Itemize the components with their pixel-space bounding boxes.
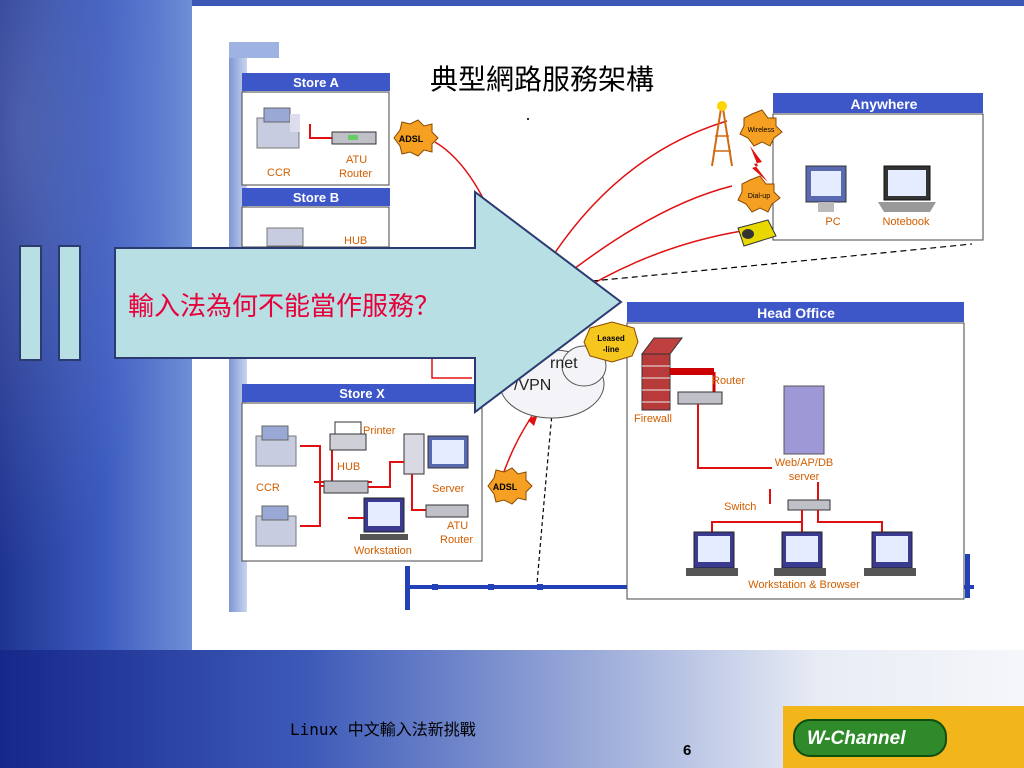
server-icon xyxy=(403,433,469,475)
leased-badge-text-1: Leased xyxy=(597,334,625,343)
workstation-icon xyxy=(360,497,408,540)
w-channel-logo: W-Channel xyxy=(783,706,1024,768)
adsl-badge-x-text: ADSL xyxy=(493,482,518,492)
label-workstation-browser: Workstation & Browser xyxy=(748,579,860,591)
web-server-icon xyxy=(783,385,825,455)
dialup-badge: Dial-up xyxy=(737,175,781,213)
atu-router-store-x-icon xyxy=(425,504,469,518)
panel-head-office: Head Office Firewall Router Web/AP/DB se… xyxy=(626,302,965,600)
anywhere-dashed-boundary xyxy=(591,243,973,282)
panel-anywhere-title: Anywhere xyxy=(851,96,918,112)
workstation-browser-icon xyxy=(774,531,826,576)
vpn-dashed-link xyxy=(536,333,561,585)
panel-store-a-title: Store A xyxy=(293,75,339,90)
stray-dot xyxy=(527,118,529,120)
label-ccr: CCR xyxy=(267,167,291,179)
logo-pill: W-Channel xyxy=(793,719,947,757)
label-atu-store-x: ATU xyxy=(447,520,468,532)
label-ccr-store-x: CCR xyxy=(256,482,280,494)
slide-title: 典型網路服務架構 xyxy=(430,63,655,96)
label-switch: Switch xyxy=(724,501,756,513)
firewall-icon xyxy=(641,337,683,411)
panel-store-b-title: Store B xyxy=(293,190,339,205)
logo-text: W-Channel xyxy=(807,728,906,749)
diagram-shadow-top xyxy=(229,42,279,58)
label-firewall: Firewall xyxy=(634,413,672,425)
label-notebook: Notebook xyxy=(882,216,930,228)
wireless-tower-icon xyxy=(711,101,733,167)
ccr-terminal-icon xyxy=(266,227,304,247)
background-top-strip xyxy=(192,0,1024,6)
dialup-badge-text: Dial-up xyxy=(748,193,770,200)
switch-icon xyxy=(787,499,831,511)
leased-line-pipe xyxy=(670,368,714,375)
callout-question-text: 輸入法為何不能當作服務？ xyxy=(128,292,441,322)
wireless-badge-text: Wireless xyxy=(748,127,775,134)
label-server: Server xyxy=(432,483,465,495)
workstation-browser-icon xyxy=(686,531,738,576)
head-office-router-icon xyxy=(677,391,723,405)
panel-store-x-title: Store X xyxy=(339,386,385,401)
decor-bar-right xyxy=(58,245,81,361)
adsl-badge-a-text: ADSL xyxy=(399,134,424,144)
adsl-badge-store-a: ADSL xyxy=(393,119,439,157)
hub-icon xyxy=(323,480,369,494)
leased-badge-text-2: -line xyxy=(603,345,620,354)
pc-icon xyxy=(805,165,847,212)
footer-title: Linux 中文輸入法新挑戰 xyxy=(290,720,476,739)
adsl-badge-store-x: ADSL xyxy=(487,467,533,505)
panel-store-a: Store A CCR ATU Router xyxy=(241,73,390,186)
leased-line-badge: Leased -line xyxy=(583,321,639,363)
wireless-badge: Wireless xyxy=(739,109,783,147)
label-head-router: Router xyxy=(712,375,745,387)
ccr-terminal-icon xyxy=(255,425,297,467)
label-workstation: Workstation xyxy=(354,545,412,557)
notebook-icon xyxy=(878,165,936,212)
label-web-server-1: Web/AP/DB xyxy=(775,457,834,469)
decor-bar-left xyxy=(19,245,42,361)
label-router-store-x: Router xyxy=(440,534,473,546)
panel-store-x: Store X CCR Printer HUB xyxy=(241,384,483,562)
workstation-browser-icon xyxy=(864,531,916,576)
label-web-server-2: server xyxy=(789,471,820,483)
panel-head-office-title: Head Office xyxy=(757,305,835,321)
label-router: Router xyxy=(339,168,372,180)
callout-arrow xyxy=(114,190,623,415)
link-arrowhead xyxy=(528,414,538,426)
lightning-bolt-icon xyxy=(750,146,768,182)
cloud-label-internet: rnet xyxy=(550,355,578,372)
label-pc: PC xyxy=(825,216,840,228)
cloud-label-vpn: /VPN xyxy=(514,377,551,394)
page-number: 6 xyxy=(683,742,692,759)
ccr-terminal-icon xyxy=(256,107,300,149)
panel-anywhere: Anywhere PC Notebook xyxy=(772,93,984,241)
label-hub: HUB xyxy=(337,461,360,473)
panel-store-b: Store B HUB xyxy=(241,188,390,248)
printer-icon xyxy=(329,421,367,451)
ccr-terminal-icon xyxy=(255,505,297,547)
label-printer: Printer xyxy=(363,425,396,437)
label-hub-store-b: HUB xyxy=(344,235,367,247)
label-atu: ATU xyxy=(346,154,367,166)
telephone-icon xyxy=(737,219,777,247)
